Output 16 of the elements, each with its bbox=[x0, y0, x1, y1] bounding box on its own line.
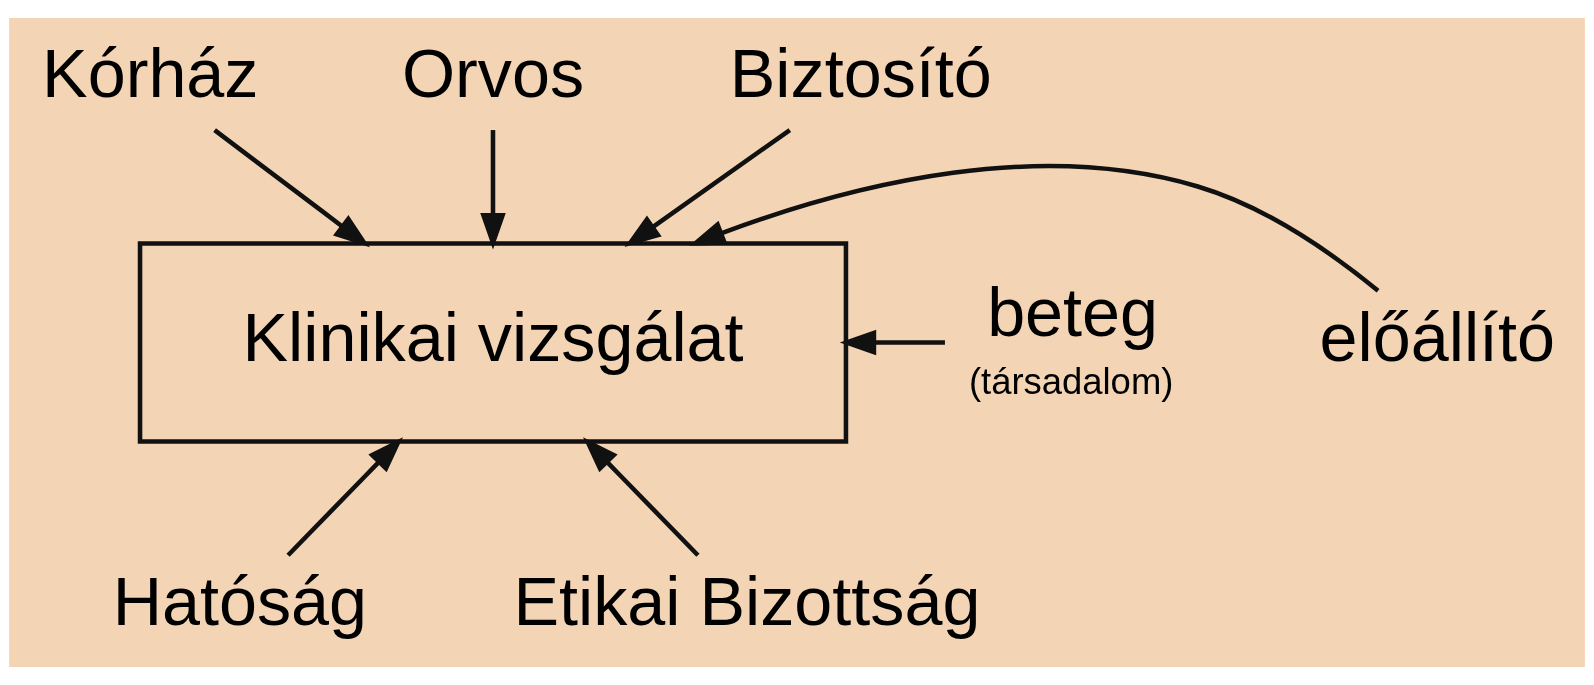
node-text: Biztosító bbox=[729, 34, 992, 111]
arrow bbox=[480, 130, 506, 250]
arrow bbox=[689, 164, 1380, 293]
node-text: előállító bbox=[1319, 298, 1556, 375]
arrow bbox=[583, 437, 700, 557]
arrow bbox=[286, 437, 403, 557]
arrow bbox=[839, 329, 945, 356]
arrow bbox=[624, 128, 792, 248]
node-text: Kórház bbox=[42, 34, 259, 111]
node-box: Klinikai vizsgálat bbox=[137, 241, 849, 444]
node-text: beteg bbox=[987, 273, 1159, 350]
node-text: Etikai Bizottság bbox=[513, 562, 981, 639]
node-label: (társadalom) bbox=[968, 361, 1174, 403]
node-text: Hatóság bbox=[112, 562, 368, 639]
arrow bbox=[213, 128, 370, 248]
node-text: Orvos bbox=[401, 34, 585, 111]
